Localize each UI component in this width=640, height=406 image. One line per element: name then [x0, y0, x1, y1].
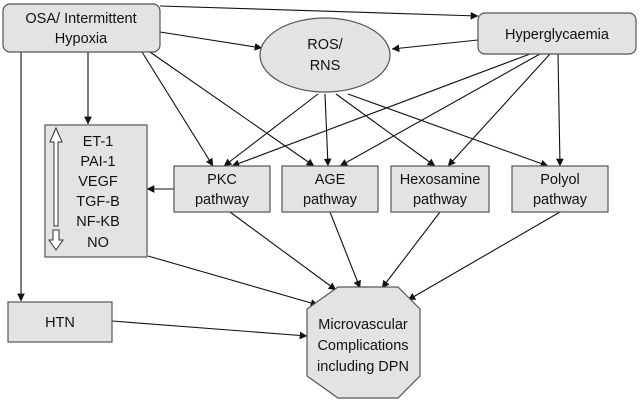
pkc-node: PKC pathway	[173, 165, 271, 213]
htn-node: HTN	[7, 301, 113, 343]
marker-nfkb: NF-KB	[76, 214, 120, 230]
edge-hyperglycaemia-to-hexosamine	[447, 53, 551, 167]
edge-pkc-to-micro	[229, 211, 337, 291]
edge-hyperglycaemia-to-pkc	[231, 53, 531, 168]
edge-osa-to-hyperglycaemia	[159, 5, 479, 20]
polyol-node: Polyol pathway	[511, 165, 609, 213]
marker-pai1: PAI-1	[80, 154, 115, 170]
marker-no: NO	[87, 235, 109, 251]
decrease-arrow-icon	[48, 229, 64, 251]
hyperglycaemia-label: Hyperglycaemia	[505, 27, 610, 43]
edge-ros-to-pkc	[223, 93, 319, 167]
pkc-label-line-2: pathway	[195, 192, 250, 208]
edge-osa-to-pkc	[141, 51, 214, 167]
edges	[17, 5, 564, 340]
ros-label-line-2: RNS	[310, 58, 341, 74]
edge-hexosamine-to-micro	[381, 211, 441, 289]
ros-label-line-1: ROS/	[307, 37, 343, 53]
marker-et1: ET-1	[83, 134, 114, 150]
htn-label: HTN	[45, 315, 75, 331]
edge-hyperglycaemia-to-age	[339, 53, 541, 167]
micro-label-line-2: Complications	[317, 338, 408, 354]
edge-markers-to-micro	[147, 255, 319, 307]
polyol-label-line-2: pathway	[533, 192, 588, 208]
edge-hyperglycaemia-to-ros	[391, 39, 479, 53]
age-label-line-2: pathway	[303, 192, 358, 208]
age-label-line-1: AGE	[315, 172, 346, 188]
edge-htn-to-micro	[111, 320, 308, 340]
age-node: AGE pathway	[281, 165, 379, 213]
marker-vegf: VEGF	[78, 174, 118, 190]
edge-polyol-to-micro	[407, 211, 561, 301]
osa-label-line-2: Hypoxia	[55, 31, 108, 47]
edge-ros-to-hexosamine	[335, 93, 436, 167]
microvascular-node: Microvascular Complications including DP…	[306, 286, 421, 399]
hexosamine-label-line-1: Hexosamine	[400, 172, 481, 188]
increase-arrow-icon	[49, 126, 63, 227]
osa-label-line-1: OSA/ Intermittent	[25, 11, 136, 27]
edge-ros-to-polyol	[347, 93, 549, 168]
micro-label-line-3: including DPN	[317, 359, 409, 375]
pkc-label-line-1: PKC	[207, 172, 237, 188]
edge-osa-to-ros	[159, 31, 263, 51]
edge-hyperglycaemia-to-polyol	[556, 53, 564, 167]
edge-osa-to-age	[149, 51, 315, 167]
hexosamine-node: Hexosamine pathway	[390, 165, 490, 213]
hexosamine-label-line-2: pathway	[413, 192, 468, 208]
ros-node: ROS/ RNS	[259, 17, 391, 93]
hyperglycaemia-node: Hyperglycaemia	[477, 12, 637, 55]
polyol-label-line-1: Polyol	[540, 172, 580, 188]
edge-age-to-micro	[329, 211, 361, 289]
marker-tgfb: TGF-B	[76, 194, 120, 210]
micro-label-line-1: Microvascular	[318, 317, 408, 333]
osa-node: OSA/ Intermittent Hypoxia	[2, 3, 161, 53]
markers-node: ET-1 PAI-1 VEGF TGF-B NF-KB NO	[44, 124, 148, 258]
